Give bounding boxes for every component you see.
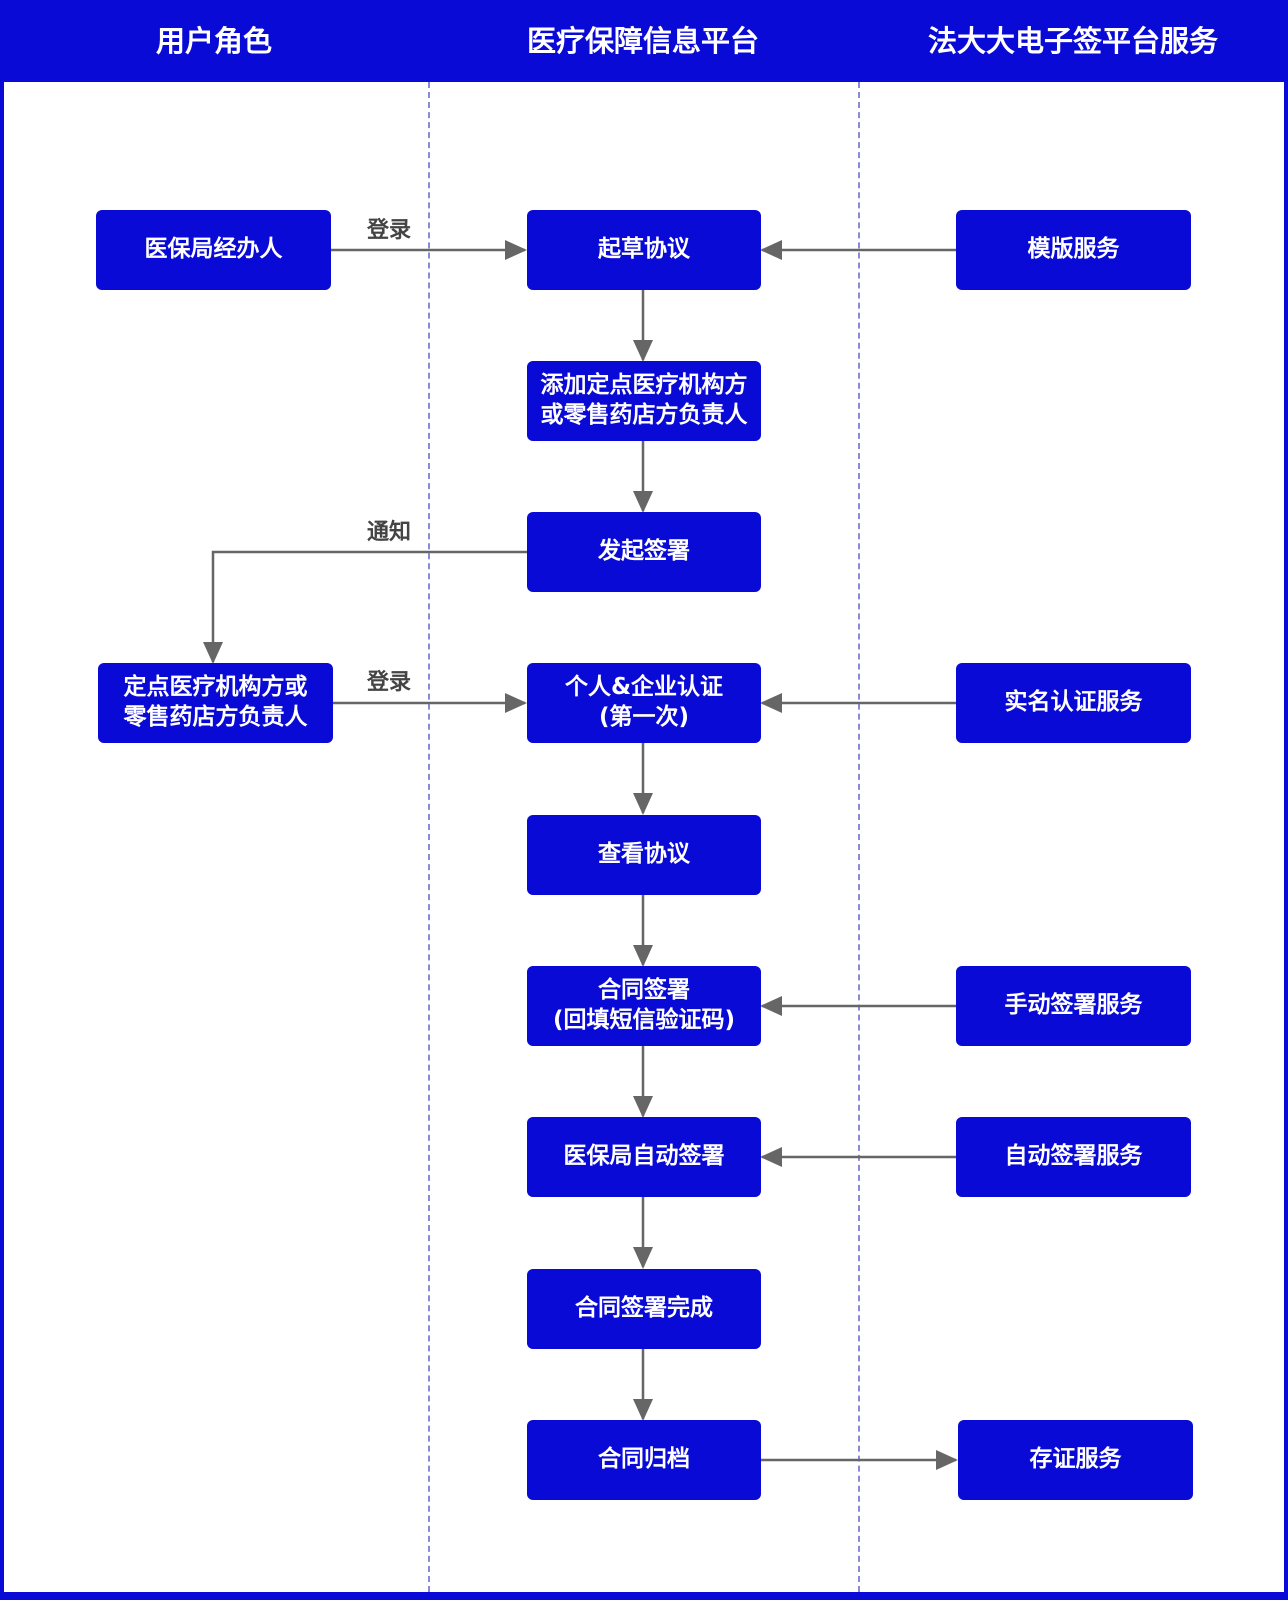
edge-label-login-1: 登录 [367, 218, 412, 243]
node-responsible-party: 定点医疗机构方或 零售药店方负责人 [98, 663, 333, 743]
lane-title-esign-service: 法大大电子签平台服务 [927, 24, 1218, 58]
node-template-service: 模版服务 [956, 210, 1191, 290]
node-manual-sign-service: 手动签署服务 [956, 966, 1191, 1046]
lane-divider-2 [858, 82, 860, 1592]
edge-label-notify: 通知 [367, 520, 412, 545]
node-view-agreement: 查看协议 [527, 815, 761, 895]
node-auto-signing: 医保局自动签署 [527, 1117, 761, 1197]
node-auto-sign-service: 自动签署服务 [956, 1117, 1191, 1197]
edge-label-login-2: 登录 [367, 670, 412, 695]
node-agent: 医保局经办人 [96, 210, 331, 290]
node-contract-archive: 合同归档 [527, 1420, 761, 1500]
lane-header: 用户角色 医疗保障信息平台 法大大电子签平台服务 [0, 0, 1288, 82]
node-signing-complete: 合同签署完成 [527, 1269, 761, 1349]
lane-divider-1 [428, 82, 430, 1592]
lane-title-platform: 医疗保障信息平台 [526, 24, 759, 58]
arrow-initiate-to-responsible [203, 550, 527, 664]
node-realname-service: 实名认证服务 [956, 663, 1191, 743]
node-contract-signing: 合同签署 (回填短信验证码) [527, 966, 761, 1046]
node-evidence-service: 存证服务 [958, 1420, 1193, 1500]
node-add-party: 添加定点医疗机构方 或零售药店方负责人 [527, 361, 761, 441]
node-draft-agreement: 起草协议 [527, 210, 761, 290]
node-initiate-signing: 发起签署 [527, 512, 761, 592]
lane-title-user-role: 用户角色 [155, 24, 272, 58]
node-identity-auth: 个人&企业认证 (第一次) [527, 663, 761, 743]
